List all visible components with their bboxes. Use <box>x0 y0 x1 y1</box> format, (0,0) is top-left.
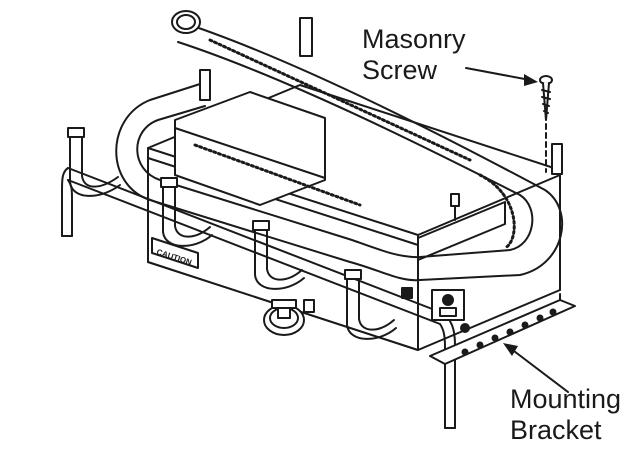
mounting-bracket-label-line2: Bracket <box>510 415 602 445</box>
mounting-bracket-arrow <box>503 343 569 393</box>
post-front-right <box>551 143 563 175</box>
grate-finger-4 <box>344 269 397 340</box>
valve-knob <box>263 299 315 336</box>
grate-finger-1 <box>67 127 121 197</box>
burner-ports-curve <box>478 173 516 250</box>
mounting-bracket-label: Mounting Bracket <box>510 384 621 446</box>
masonry-screw <box>539 75 553 173</box>
masonry-screw-label: Masonry Screw <box>362 24 466 86</box>
rear-deck-plate <box>174 91 326 206</box>
leader-arrows <box>465 67 569 393</box>
mounting-bracket <box>429 174 576 365</box>
post-left <box>199 69 211 101</box>
control-module <box>401 287 470 333</box>
masonry-screw-label-line2: Screw <box>362 55 438 85</box>
grate-posts <box>199 17 563 175</box>
masonry-screw-label-line1: Masonry <box>362 24 466 54</box>
grate-fingers <box>67 127 397 340</box>
post-right <box>450 193 460 207</box>
control-plate <box>417 193 506 261</box>
burner-ports-front <box>193 143 362 207</box>
grate-finger-3 <box>252 220 305 290</box>
mounting-bracket-label-line1: Mounting <box>510 384 622 414</box>
u-burner-tube <box>115 10 564 282</box>
grate-finger-2 <box>160 177 213 247</box>
burner-ports-top <box>208 38 472 162</box>
masonry-screw-arrow <box>465 67 538 86</box>
post-back <box>299 17 313 57</box>
caution-plate <box>151 237 199 269</box>
